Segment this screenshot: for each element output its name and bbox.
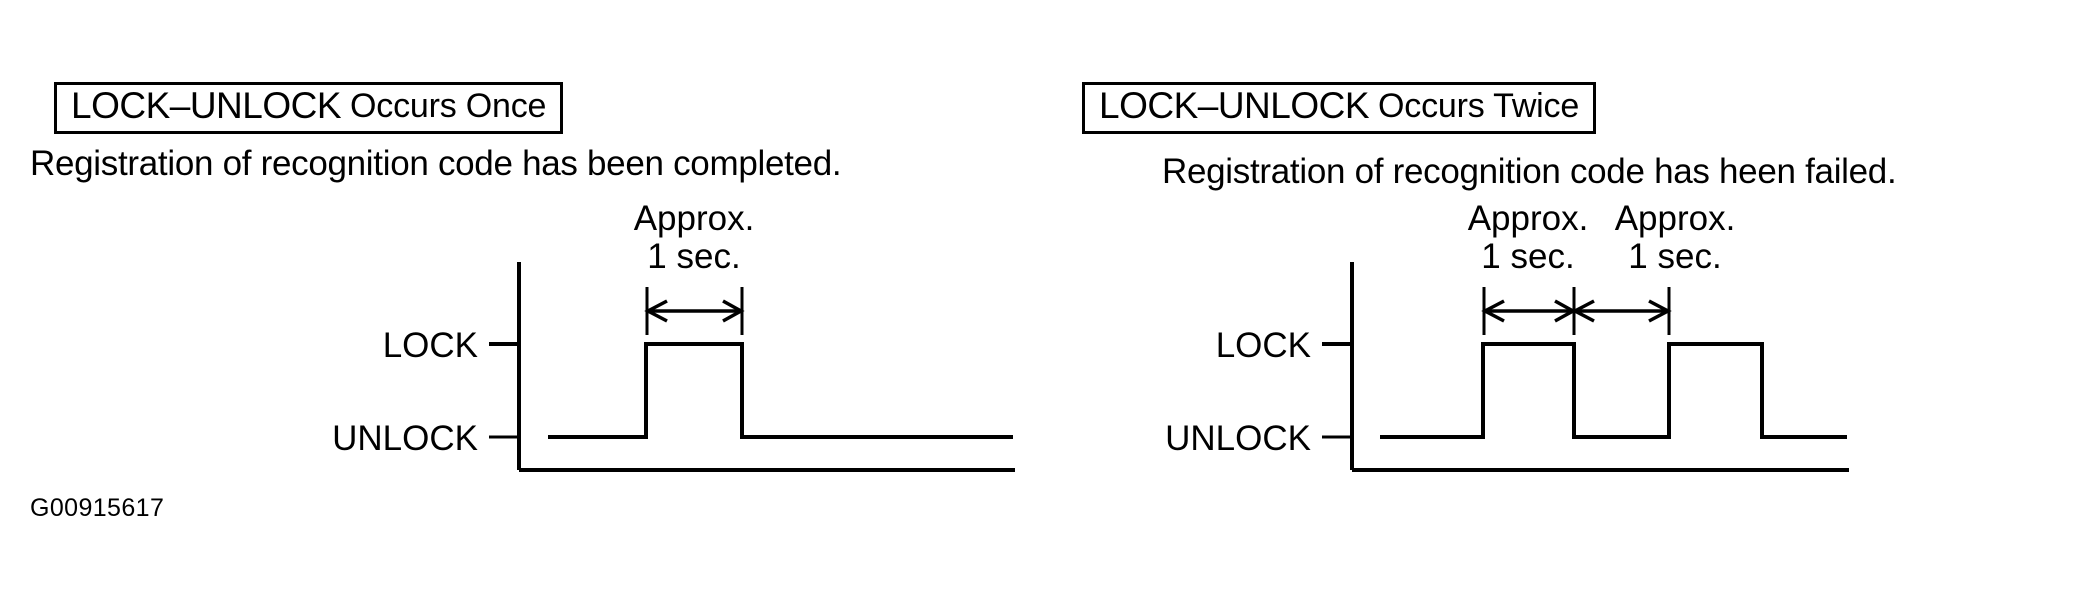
lock-label-twice: LOCK — [1216, 326, 1311, 365]
arrowhead-right-twice-2 — [1648, 299, 1672, 323]
arrowhead-left-twice-1 — [1481, 299, 1505, 323]
dimension-label-line1-twice-2: Approx. — [1615, 199, 1736, 238]
title-box-once: LOCK–UNLOCK Occurs Once — [54, 82, 564, 134]
arrowhead-left-twice-2 — [1571, 299, 1595, 323]
caption-twice: Registration of recognition code has hee… — [1162, 152, 1897, 191]
unlock-label-once: UNLOCK — [332, 419, 478, 458]
arrowhead-right-once — [722, 299, 745, 323]
title-rest-twice: Occurs Twice — [1378, 86, 1580, 125]
title-box-twice: LOCK–UNLOCK Occurs Twice — [1082, 82, 1597, 134]
caption-once: Registration of recognition code has bee… — [30, 144, 842, 183]
lock-label-once: LOCK — [383, 326, 478, 365]
signal-trace-once — [548, 342, 1013, 439]
signal-trace-twice — [1380, 342, 1847, 439]
dimension-label-line1-once: Approx. — [634, 199, 755, 238]
dimension-label-line2-twice-2: 1 sec. — [1628, 237, 1721, 276]
title-strong-once: LOCK–UNLOCK — [71, 85, 342, 126]
title-strong-twice: LOCK–UNLOCK — [1099, 85, 1370, 126]
figure-reference-code: G00915617 — [30, 494, 165, 522]
title-rest-once: Occurs Once — [350, 86, 547, 125]
dimension-label-line2-once: 1 sec. — [647, 237, 740, 276]
unlock-label-twice: UNLOCK — [1165, 419, 1311, 458]
arrowhead-left-once — [644, 299, 668, 323]
dimension-label-line2-twice-1: 1 sec. — [1481, 237, 1574, 276]
dimension-label-line1-twice-1: Approx. — [1468, 199, 1589, 238]
